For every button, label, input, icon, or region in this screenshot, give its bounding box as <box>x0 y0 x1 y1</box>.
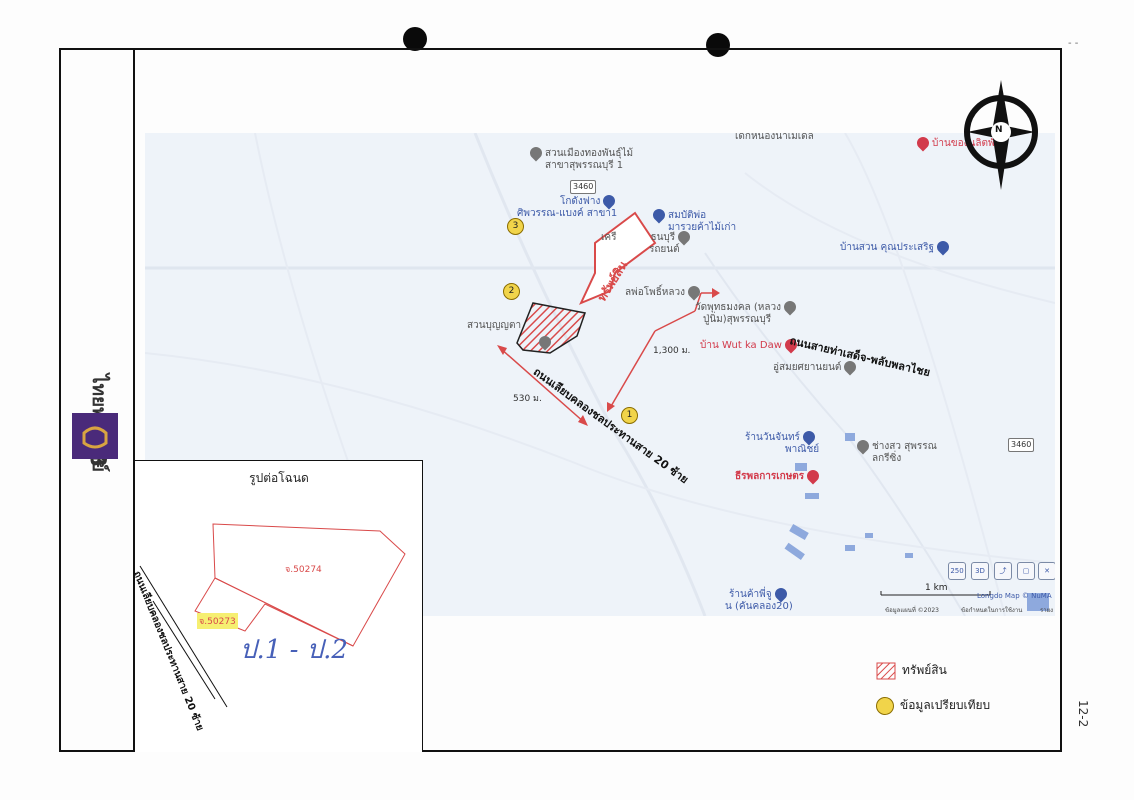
poi-phi-ju[interactable]: ร้านค้าพี่จู น (คันคลอง20) <box>725 585 793 613</box>
map-attribution: Longdo Map © NuMA <box>977 592 1052 600</box>
parcel-label-50274: จ.50274 <box>285 565 322 575</box>
page-number: 12-2 <box>1076 700 1090 728</box>
road-badge-3460-right: 3460 <box>1008 438 1035 452</box>
punch-hole-right <box>706 33 730 57</box>
poi-winchan[interactable]: ร้านวันจันทร์ พาณิชย์ <box>745 428 819 456</box>
map-footer-data: ข้อมูลแผนที่ ©2023 <box>885 607 939 614</box>
poi-shop2[interactable]: สมบัติพ่อ มารวยค้าไม้เก่า <box>650 206 736 234</box>
subject-parcel <box>516 302 586 354</box>
page-frame <box>59 48 1062 752</box>
poi-lphor[interactable]: ลพ่อโพธิ์หลวง <box>625 283 703 301</box>
map-pin-icon <box>527 144 545 162</box>
poi-store1[interactable]: โกดังฟาง ศิพวรรณ-แบงค์ สาขา1 <box>517 192 618 220</box>
3d-view-button[interactable]: 3D <box>971 562 989 580</box>
map-footer-report[interactable]: รายง <box>1040 607 1054 614</box>
zoom-250-button[interactable]: 250 <box>948 562 966 580</box>
poi-garage[interactable]: อู่สมยศยานยนต์ <box>773 358 859 376</box>
poi-top-cut[interactable]: เดกหนองนาเมเดล <box>735 133 814 142</box>
poi-theerapol[interactable]: ธีรพลการเกษตร <box>735 467 822 485</box>
distance-label-1300: 1,300 ม. <box>653 346 691 356</box>
map-pin-icon <box>854 437 872 455</box>
property-arrow <box>579 211 657 305</box>
poi-temple[interactable]: วัดพุทธมงคล (หลวง ปู่นิ่ม)สุพรรณบุรี <box>695 298 799 326</box>
scale-label: 1 km <box>925 583 948 593</box>
location-map[interactable]: เดกหนองนาเมเดล สวนเมืองทองพันธุ์ไม้ สาขา… <box>145 133 1055 616</box>
comparable-marker-1[interactable]: 1 <box>621 407 638 424</box>
clear-tool-button[interactable]: ✕ <box>1038 562 1055 580</box>
deed-parcel-inset: รูปต่อโฉนด จ.50274 จ.50273 ถนนเลียบคลองช… <box>131 460 423 752</box>
inset-title: รูปต่อโฉนด <box>249 471 309 485</box>
shop-pin-icon <box>800 428 818 446</box>
temple-pin-icon <box>685 283 703 301</box>
poi-auto[interactable]: เครืธนบุรี รถยนต์ <box>601 228 693 256</box>
road-badge-3460-top: 3460 <box>570 180 597 194</box>
home-pin-icon <box>914 134 932 152</box>
north-arrow-icon: N <box>962 80 1040 190</box>
poi-wutkadaw[interactable]: บ้าน Wut ka Daw <box>700 336 800 354</box>
temple-pin-icon <box>781 298 799 316</box>
shop-pin-icon <box>772 585 790 603</box>
legend-comparable: ข้อมูลเปรียบเทียบ <box>876 696 990 715</box>
measure-tool-button[interactable]: ⤴ <box>994 562 1012 580</box>
poi-changsao[interactable]: ช่างสว สุพรรณ ลกรีซิ่ง <box>854 437 937 465</box>
brand-sidebar: SCB ไทยพาณิชย์ <box>59 48 135 752</box>
handwritten-note: ป.1 - ป.2 <box>240 635 348 665</box>
punch-hole-left <box>403 27 427 51</box>
distance-label-530: 530 ม. <box>513 394 542 404</box>
deed-parcel-drawing <box>139 523 406 708</box>
poi-homegarden[interactable]: บ้านสวน คุณประเสริฐ <box>840 238 952 256</box>
legend-property: ทรัพย์สิน <box>876 661 947 680</box>
hatch-swatch-icon <box>876 662 896 679</box>
area-tool-button[interactable]: ▢ <box>1017 562 1035 580</box>
map-pin-icon <box>675 228 693 246</box>
shop-pin-icon <box>650 206 668 224</box>
shop-pin-icon <box>934 238 952 256</box>
scb-house-logo-icon <box>72 413 118 459</box>
poi-garden[interactable]: สวนเมืองทองพันธุ์ไม้ สาขาสุพรรณบุรี 1 <box>527 144 633 172</box>
comparable-dot-icon <box>876 696 894 715</box>
comparable-marker-2[interactable]: 2 <box>503 283 520 300</box>
comparable-marker-3[interactable]: 3 <box>507 218 524 235</box>
map-roads <box>145 133 1055 616</box>
shop-pin-icon <box>600 192 618 210</box>
parcel-label-50273: จ.50273 <box>197 613 238 629</box>
north-label: N <box>995 125 1003 135</box>
poi-park[interactable]: สวนบุญญตา <box>467 320 522 331</box>
map-footer-terms[interactable]: ข้อกำหนดในการใช้งาน <box>961 607 1023 614</box>
corner-mark: - - <box>1068 38 1079 49</box>
home-pin-icon <box>804 467 822 485</box>
